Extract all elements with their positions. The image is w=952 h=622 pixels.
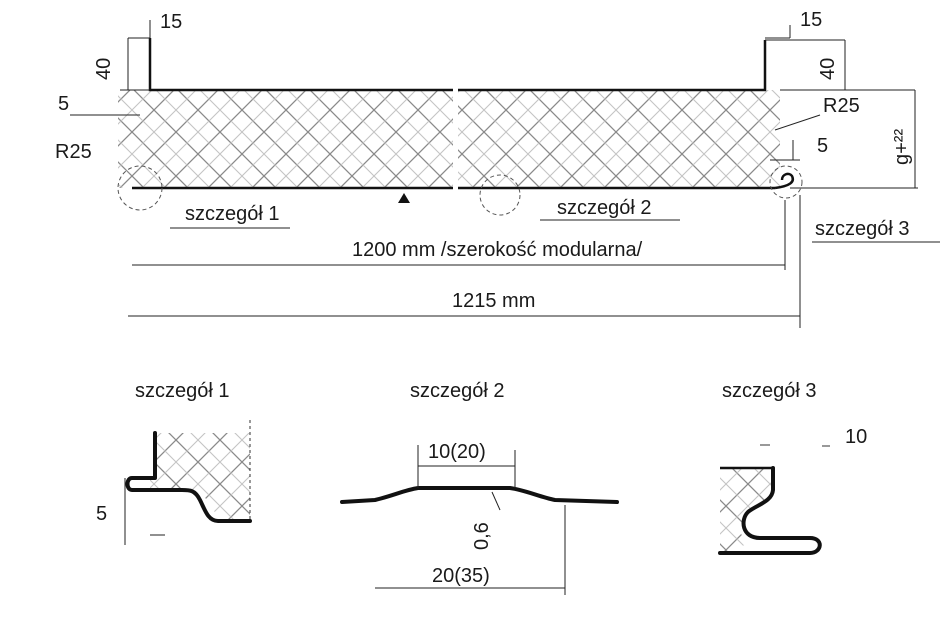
dim-r25-left: R25 — [55, 141, 92, 163]
panel-joint-hook — [774, 172, 794, 190]
dim-5-left: 5 — [58, 93, 69, 115]
detail-2-dim-thickness: 0,6 — [471, 522, 493, 550]
dim-5-right: 5 — [817, 135, 828, 157]
detail-3-marker — [769, 165, 803, 199]
panel-core-left — [118, 90, 453, 188]
width-total-label: 1215 mm — [452, 290, 535, 312]
dim-40-left: 40 — [93, 58, 115, 80]
detail-2-dim-bottom: 20(35) — [432, 565, 490, 587]
detail-2-drawing — [340, 445, 619, 595]
panel-top-edge-right — [458, 40, 767, 92]
detail-3-callout: szczegół 3 — [815, 218, 910, 240]
detail-2-callout: szczegół 2 — [557, 197, 652, 219]
panel-dimensions — [70, 20, 940, 328]
detail-1-title: szczegół 1 — [135, 380, 230, 402]
detail-2-title: szczegół 2 — [410, 380, 505, 402]
detail-3-drawing — [718, 444, 830, 555]
dim-40-right: 40 — [817, 58, 839, 80]
panel-core-right — [458, 90, 780, 188]
detail-1-callout: szczegół 1 — [185, 203, 280, 225]
detail-2-marker — [479, 174, 521, 216]
dim-15-right: 15 — [800, 9, 822, 31]
detail-1-dim: 5 — [96, 503, 107, 525]
detail-1-marker — [117, 165, 163, 211]
panel-top-edge-left — [148, 38, 453, 92]
center-marker-icon — [398, 193, 410, 203]
detail-1-drawing — [124, 420, 252, 545]
detail-3-title: szczegół 3 — [722, 380, 817, 402]
panel-cross-section — [117, 38, 803, 216]
dim-thickness: g+²² — [891, 129, 913, 165]
width-modular-label: 1200 mm /szerokość modularna/ — [352, 239, 643, 261]
dim-15-left: 15 — [160, 11, 182, 33]
dim-r25-right: R25 — [823, 95, 860, 117]
detail-2-dim-top: 10(20) — [428, 441, 486, 463]
detail-3-dim: 10 — [845, 426, 867, 448]
